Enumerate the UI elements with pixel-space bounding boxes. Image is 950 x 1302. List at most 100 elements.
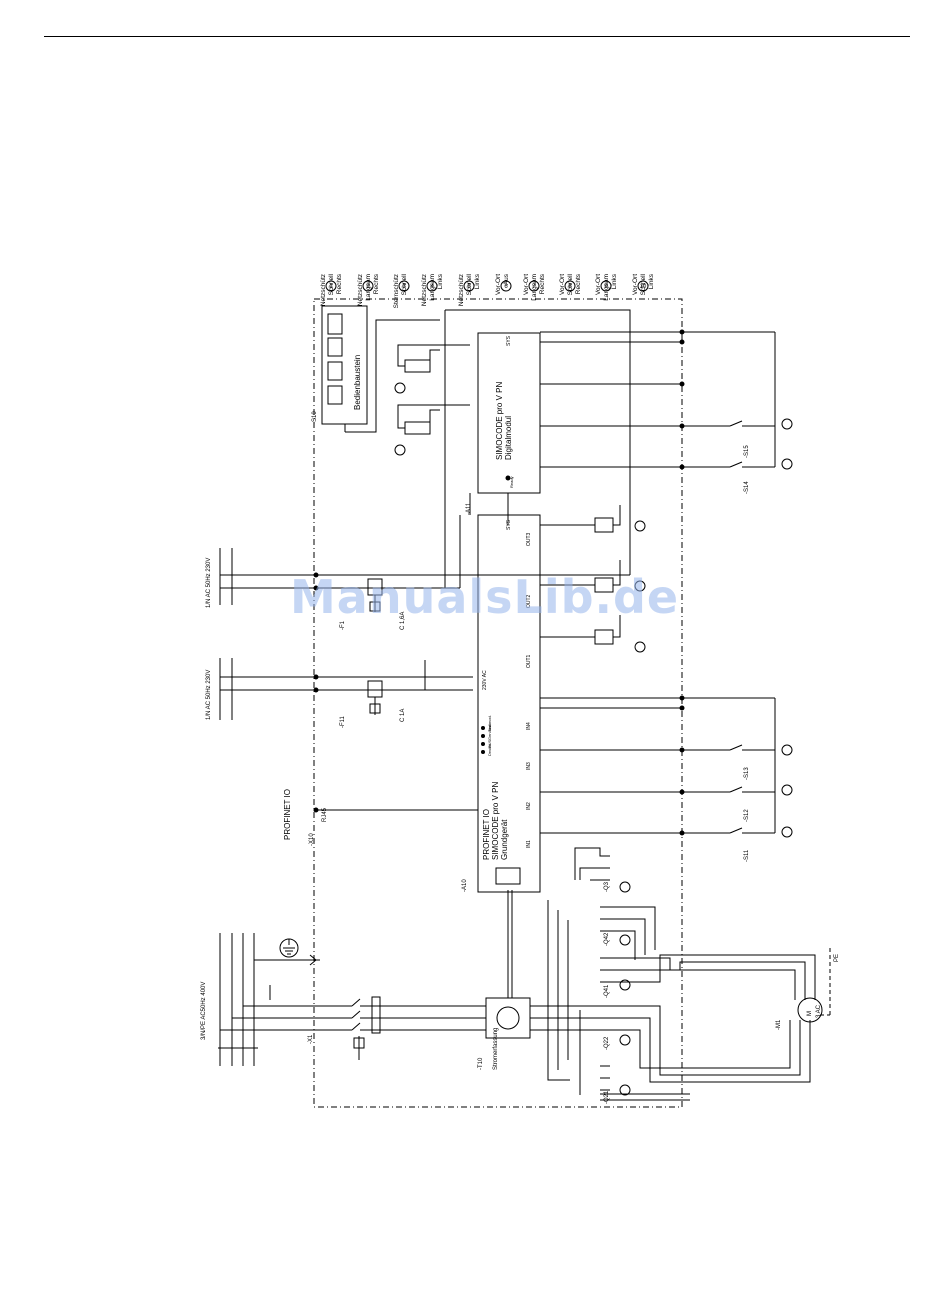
legend-line-3: Rechts [539, 273, 546, 294]
legend-number-circle [500, 280, 512, 292]
legend-line-2: Aus [503, 273, 510, 285]
current-sensor-label: Stromerfassung [493, 1028, 499, 1070]
coil-q3 [560, 505, 646, 533]
profinet-label: PROFINET IO [283, 789, 292, 840]
operator-panel-tag: -S10 [312, 411, 318, 424]
legend-number: 3 [402, 284, 406, 290]
watermark: ManualsLib.de [290, 570, 680, 624]
ready-led [505, 475, 511, 481]
output-out2: OUT2 [526, 594, 532, 608]
operator-panel-title: Bedienbaustein [353, 355, 362, 410]
legend-line-2: Langsam [429, 274, 436, 301]
contactor-q42 [600, 906, 631, 946]
switch-s15-tag: -S15 [744, 445, 750, 458]
basic-unit-sys: SYS [506, 519, 512, 530]
motor-tag: -M1 [776, 1019, 782, 1030]
dm-input-wiring [540, 329, 793, 470]
input-in2: IN2 [526, 802, 532, 810]
legend-number-circle [637, 280, 649, 292]
legend-line-3: Rechts [575, 273, 582, 294]
legend-number: 4 [430, 284, 434, 290]
legend-number-circle [463, 280, 475, 292]
legend-line-3: Rechts [336, 273, 343, 294]
profinet-connection: PROFINET IO -X10 RJ45 [283, 789, 478, 846]
legend-line-1: Netzschütz [320, 274, 327, 306]
legend-line-3: Links [437, 273, 444, 289]
current-sensor: Stromerfassung -T10 [478, 890, 531, 1070]
operator-panel-s10: Bedienbaustein -S10 [312, 305, 440, 433]
legend-line-1: Sternschütz [393, 274, 400, 308]
ready-label: Ready [509, 476, 514, 488]
legend-line-3: Links [648, 273, 655, 289]
legend-number: 7 [532, 284, 536, 290]
digital-module-a11: SIMOCODE pro V PN Digitalmodul -A11 Read… [466, 332, 541, 515]
motor-label: M [807, 1011, 813, 1016]
led-device: Device [487, 743, 492, 756]
legend-line-2: Schnell [401, 273, 408, 295]
led-gen-fault: Gen.fault [487, 723, 492, 740]
contactor-q42-tag: -Q42 [604, 932, 610, 946]
phase-lines [395, 1005, 600, 1031]
motor-phase: 3 AC [816, 1004, 822, 1018]
legend-number-circle [362, 280, 374, 292]
control-supply-f1: 1/N AC 50Hz 230V -F1 C 1,6A [206, 548, 630, 630]
legend-number-circle [600, 280, 612, 292]
legend-line-3: Links [611, 273, 618, 289]
legend-line-1: Netzschütz [421, 274, 428, 306]
legend-line-2: Schnell [328, 273, 335, 295]
basic-unit-tag: -A10 [462, 879, 468, 892]
basic-unit-model: SIMOCODE pro V PN [491, 782, 500, 860]
output-out1: OUT1 [526, 654, 532, 668]
legend-number: 6 [504, 284, 508, 290]
basic-unit-title: PROFINET IO [482, 809, 491, 860]
basic-unit-type: Grundgerät [500, 819, 509, 860]
basic-unit-a10: PROFINET IO SIMOCODE pro V PN Grundgerät… [462, 514, 541, 893]
contactor-q22-tag: -Q22 [604, 1036, 610, 1050]
legend-number: 10 [640, 284, 647, 290]
legend-line-2: Langsam [603, 274, 610, 301]
terminal-x1-label: -X1 [308, 1034, 314, 1044]
fuse-f11-tag: -F11 [340, 715, 346, 728]
rj45-label: RJ45 [322, 807, 328, 822]
legend-number: 9 [604, 284, 608, 290]
contactor-q21-tag: -Q21 [604, 1090, 610, 1104]
motor-pe: PE [834, 954, 840, 962]
led-bus: BUS [487, 739, 492, 748]
led-indicator [481, 742, 485, 746]
device-tags: -Q21 -Q41 -Q3 -Q22 -Q42 -S11 -S12 -S13 -… [604, 445, 750, 1104]
control-supply-2-label: 1/N AC 50Hz 230V [206, 558, 212, 608]
digital-module-model: SIMOCODE pro V PN [495, 382, 504, 460]
led-indicator [481, 734, 485, 738]
contactor-q22 [619, 1034, 631, 1046]
legend-line-1: Vor-Ort [495, 274, 502, 295]
switch-s13-tag: -S13 [744, 767, 750, 780]
legend-number-circle [426, 280, 438, 292]
fuse-f1-tag: -F1 [340, 620, 346, 630]
legend-line-2: Schnell [567, 273, 574, 295]
legend-number: 2 [366, 284, 370, 290]
terminal-x10-label: -X10 [309, 833, 315, 846]
main-supply: 3/N/PE AC50Hz 400V -X1 [201, 933, 320, 1066]
basic-unit-voltage: 230V AC [482, 670, 488, 690]
current-sensor-tag: -T10 [478, 1057, 484, 1070]
legend-line-2: Langsam [365, 274, 372, 301]
contactor-q41-tag: -Q41 [604, 984, 610, 998]
input-wiring [540, 695, 793, 838]
coil-q42 [394, 404, 470, 456]
led-indicator [481, 726, 485, 730]
contactor-q3-tag: -Q3 [604, 881, 610, 892]
legend-number-circle [528, 280, 540, 292]
main-supply-label: 3/N/PE AC50Hz 400V [201, 982, 207, 1040]
coil-q22 [394, 344, 470, 394]
legend-line-2: Langsam [531, 274, 538, 301]
fuse-f1-rating: C 1,6A [400, 612, 406, 630]
coil-q41 [560, 560, 646, 593]
